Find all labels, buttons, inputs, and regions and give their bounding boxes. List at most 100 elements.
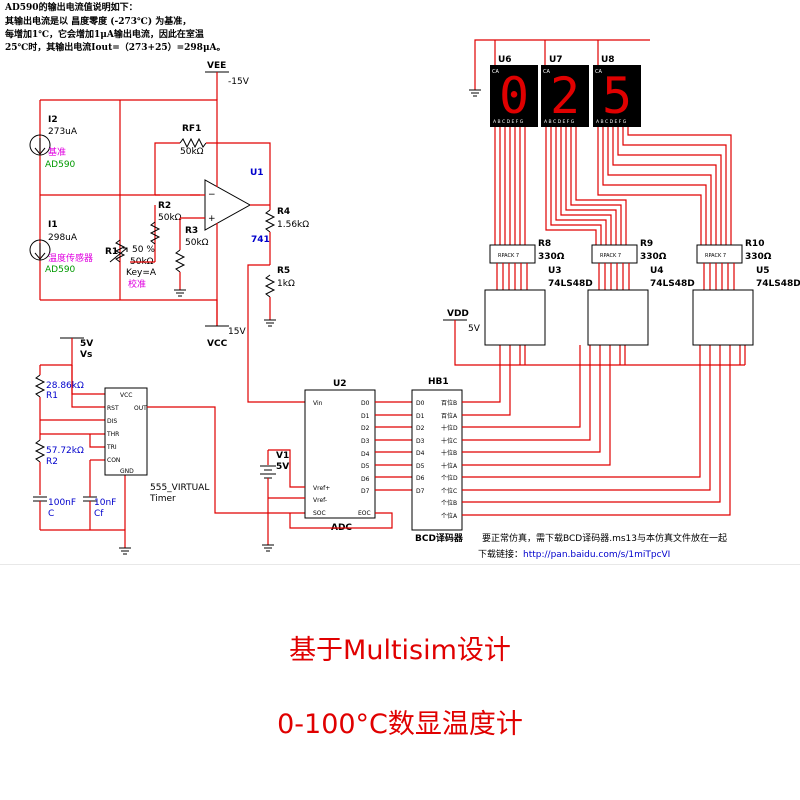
r10-text: RPACK 7 (705, 253, 726, 259)
r9-label: R9 (640, 239, 653, 249)
pack-to-decoder-wires (496, 263, 735, 290)
svg-text:+: + (208, 214, 216, 224)
caption-subtitle: 0-100°C数显温度计 (277, 709, 523, 740)
adc-pin-d5: D5 (361, 463, 370, 470)
r3-value: 50kΩ (185, 238, 209, 248)
u4-label: U4 (650, 266, 664, 276)
u7-pins: A B C D E F G (544, 119, 575, 125)
u5-part: 74LS48D (756, 279, 800, 289)
r1-percent: 50 % (132, 245, 155, 255)
hb1-out-8: 个位B (441, 499, 457, 507)
i1-value: 298uA (48, 233, 78, 243)
timer-name: Timer (149, 494, 176, 504)
note-line-4: 25℃时，其输出电流Iout=（273+25）=298μA。 (5, 41, 226, 53)
timer-555: VCC RST OUT DIS THR TRI CON GND 555_VIRT… (104, 387, 209, 504)
opamp-u1: − + U1 741 (180, 168, 270, 326)
adc-label: U2 (333, 379, 347, 389)
i1-label: I1 (48, 220, 58, 230)
timer-pin-gnd: GND (120, 468, 134, 475)
r2-label: R2 (158, 201, 171, 211)
seven-segment-u7: U7 CA A B C D E F G 2 (541, 55, 589, 127)
r8-label: R8 (538, 239, 551, 249)
u8-label: U8 (601, 55, 615, 65)
vcc-value: 15V (228, 327, 246, 337)
i1-name: 温度传感器 (48, 252, 93, 264)
v1-label: V1 (276, 451, 289, 461)
hb1-out-6: 个位D (441, 474, 458, 482)
vee-supply: VEE -15V (205, 61, 250, 100)
rpack-r8: RPACK 7 R8 330Ω (489, 239, 565, 264)
timer-r2-label: R2 (46, 457, 58, 467)
segment-wires (494, 127, 732, 245)
hb1-pin-d5: D5 (416, 463, 425, 470)
ad590-i1: I1 298uA 温度传感器 AD590 (29, 220, 93, 275)
r8-text: RPACK 7 (498, 253, 519, 259)
seven-segment-u8: U8 CA A B C D E F G 5 (593, 55, 641, 127)
adc-pin-vin: Vin (313, 400, 323, 407)
hb1-pin-d3: D3 (416, 438, 425, 445)
hb1-pin-d6: D6 (416, 475, 425, 482)
r9-text: RPACK 7 (600, 253, 621, 259)
hb1-pin-d0: D0 (416, 400, 425, 407)
data-bus (375, 401, 412, 491)
timer-pin-dis: DIS (107, 418, 117, 425)
hb1-label: HB1 (428, 377, 449, 387)
adc-pin-vrefm: Vref- (313, 497, 327, 504)
u6-pins: A B C D E F G (493, 119, 524, 125)
download-link[interactable]: http://pan.baidu.com/s/1miTpcVI (523, 550, 670, 560)
hb1-out-3: 十位C (441, 437, 457, 445)
cf-value: 10nF (94, 498, 116, 508)
r1-name: 校准 (128, 278, 146, 290)
decoder-u3: U3 74LS48D (484, 266, 593, 346)
timer-pin-out: OUT (134, 405, 147, 412)
rpack-r9: RPACK 7 R9 330Ω (591, 239, 667, 264)
note-line-2: 其输出电流是以 昌度零度 (-273℃) 为基准， (5, 15, 191, 27)
hb1-out-1: 百位A (441, 412, 458, 420)
vdd-value: 5V (468, 324, 481, 334)
i2-label: I2 (48, 115, 58, 125)
decoder-u5: U5 74LS48D (692, 266, 800, 346)
rpack-r10: RPACK 7 R10 330Ω (696, 239, 772, 264)
r2-value: 50kΩ (158, 213, 182, 223)
bcd-output-wires (462, 345, 731, 516)
timer-r1-value: 28.86kΩ (46, 381, 84, 391)
digit-tens: 2 (550, 67, 580, 125)
timer-pin-thr: THR (106, 431, 119, 438)
hb1-pin-d1: D1 (416, 413, 425, 420)
r8-value: 330Ω (538, 252, 565, 262)
u7-ca: CA (543, 69, 550, 75)
i2-part: AD590 (45, 160, 76, 170)
note-line-3: 每增加1℃，它会增加1μA输出电流，因此在室温 (5, 28, 204, 40)
u1-part: 741 (251, 235, 270, 245)
u5-label: U5 (756, 266, 770, 276)
vdd-supply: VDD 5V (443, 309, 746, 366)
download-note: 要正常仿真，需下载BCD译码器.ms13与本仿真文件放在一起 (482, 532, 727, 544)
u3-label: U3 (548, 266, 562, 276)
timer-pin-rst: RST (107, 405, 119, 412)
adc-pin-d2: D2 (361, 425, 370, 432)
c-value: 100nF (48, 498, 76, 508)
hb1-out-7: 个位C (441, 487, 457, 495)
note-line-1: AD590的输出电流值说明如下： (4, 1, 138, 13)
timer-pin-tri: TRI (106, 444, 117, 451)
hb1-out-0: 百位B (441, 399, 457, 407)
cf-label: Cf (94, 509, 104, 519)
vee-value: -15V (228, 77, 250, 87)
vee-label: VEE (207, 61, 226, 71)
hb1-pin-d4: D4 (416, 450, 425, 457)
r10-label: R10 (745, 239, 764, 249)
i2-name: 基准 (48, 146, 66, 158)
u6-label: U6 (498, 55, 512, 65)
hb1-out-5: 十位A (441, 462, 458, 470)
adc-pin-d1: D1 (361, 413, 370, 420)
vdd-label: VDD (447, 309, 469, 319)
r1-label: R1 (105, 247, 118, 257)
u1-label: U1 (250, 168, 264, 178)
rf1-value: 50kΩ (180, 147, 204, 157)
svg-text:−: − (208, 190, 216, 200)
adc-pin-vrefp: Vref+ (313, 485, 330, 492)
digit-hundreds: 0 (499, 67, 529, 125)
decoder-u4: U4 74LS48D (587, 266, 695, 346)
download-link-line: 下载链接：http://pan.baidu.com/s/1miTpcVI (478, 548, 670, 560)
hb1-out-2: 十位D (441, 424, 458, 432)
